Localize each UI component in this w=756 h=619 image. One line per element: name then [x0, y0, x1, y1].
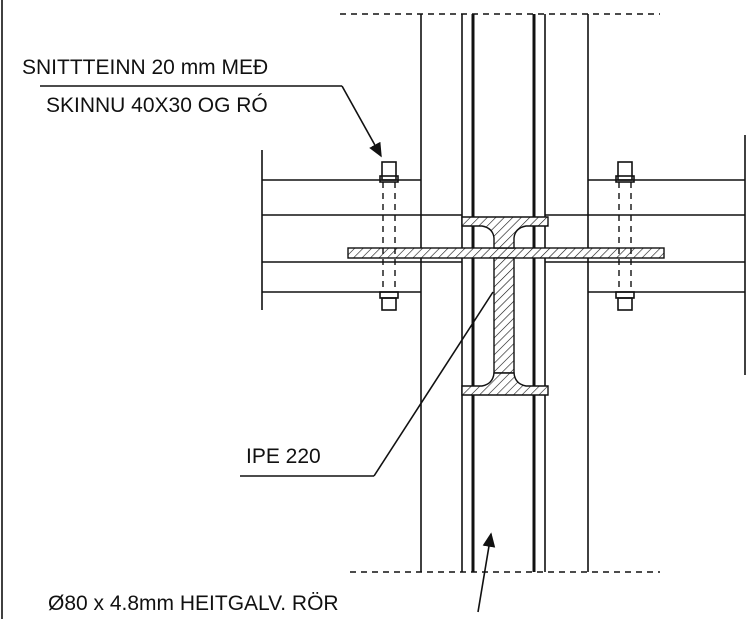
pipe-leader-arrow-icon [477, 532, 496, 613]
right-rail [545, 135, 746, 375]
bolt-label-line1: SNITTTEINN 20 mm MEÐ [22, 56, 268, 79]
bolt-with-nut-icon [379, 161, 399, 311]
bolt-with-nut-icon-right [615, 161, 635, 311]
beam-leader-line [373, 291, 494, 477]
bolt-label-line2: SKINNU 40X30 OG RÓ [46, 94, 268, 117]
pipe-column [420, 14, 589, 572]
beam-label: IPE 220 [246, 445, 321, 468]
ipe-beam-section [461, 216, 549, 396]
pipe-label: Ø80 x 4.8mm HEITGALV. RÖR [48, 592, 339, 615]
left-rail [261, 150, 462, 310]
bolt-leader-arrow-icon [341, 85, 382, 158]
